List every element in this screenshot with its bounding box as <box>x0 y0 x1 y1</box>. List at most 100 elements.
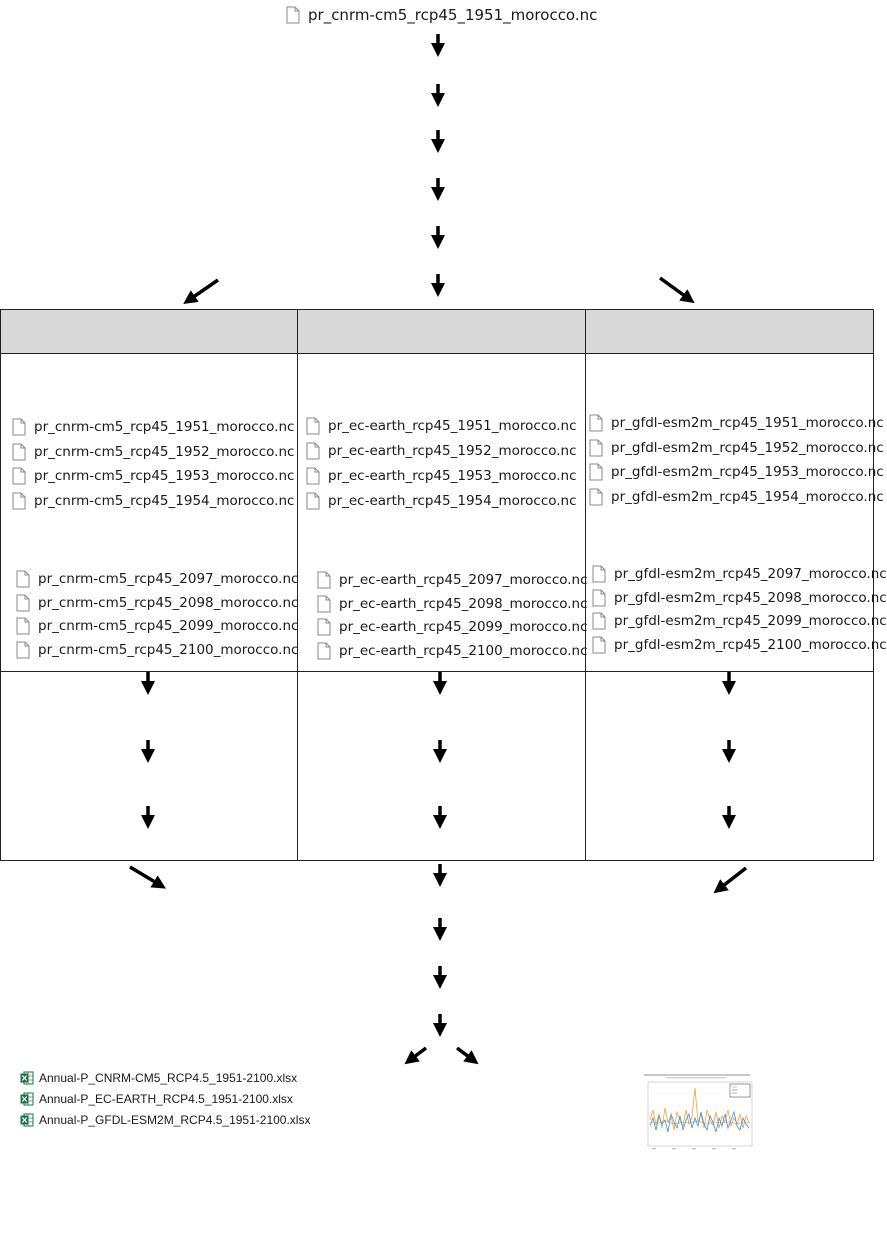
file-name: pr_ec-earth_rcp45_2099_morocco.nc <box>339 619 588 635</box>
thumb-subtitle <box>666 1077 726 1079</box>
file-item[interactable]: pr_cnrm-cm5_rcp45_2100_morocco.nc <box>16 641 298 659</box>
file-item[interactable]: pr_ec-earth_rcp45_2100_morocco.nc <box>317 642 588 660</box>
file-name: pr_ec-earth_rcp45_1951_morocco.nc <box>328 418 577 434</box>
file-icon <box>16 594 30 612</box>
table-divider <box>0 671 874 672</box>
file-icon <box>306 492 320 510</box>
file-icon <box>592 636 606 654</box>
file-icon <box>306 442 320 460</box>
column-header-1 <box>1 310 297 353</box>
file-icon <box>16 570 30 588</box>
file-name: pr_ec-earth_rcp45_1953_morocco.nc <box>328 468 577 484</box>
file-name: pr_cnrm-cm5_rcp45_2098_morocco.nc <box>38 595 299 611</box>
file-item[interactable]: pr_gfdl-esm2m_rcp45_2098_morocco.nc <box>592 589 887 607</box>
file-name: pr_ec-earth_rcp45_2098_morocco.nc <box>339 596 588 612</box>
file-name: pr_gfdl-esm2m_rcp45_2100_morocco.nc <box>614 637 887 653</box>
file-name: pr_gfdl-esm2m_rcp45_1954_morocco.nc <box>611 489 884 505</box>
file-icon <box>592 589 606 607</box>
excel-file-name: Annual-P_GFDL-ESM2M_RCP4.5_1951-2100.xls… <box>39 1113 311 1127</box>
file-item[interactable]: pr_gfdl-esm2m_rcp45_2099_morocco.nc <box>592 612 887 630</box>
file-item[interactable]: pr_gfdl-esm2m_rcp45_1954_morocco.nc <box>589 488 884 506</box>
file-name: pr_cnrm-cm5_rcp45_1951_morocco.nc <box>34 419 295 435</box>
file-icon <box>12 492 26 510</box>
file-icon <box>317 618 331 636</box>
file-icon <box>589 414 603 432</box>
file-name: pr_ec-earth_rcp45_2097_morocco.nc <box>339 572 588 588</box>
thumb-title <box>644 1074 750 1076</box>
diagonal-arrow-merge-left <box>129 865 167 889</box>
file-icon <box>589 488 603 506</box>
file-name: pr_ec-earth_rcp45_1952_morocco.nc <box>328 443 577 459</box>
file-item[interactable]: pr_gfdl-esm2m_rcp45_2097_morocco.nc <box>592 565 887 583</box>
excel-file-name: Annual-P_CNRM-CM5_RCP4.5_1951-2100.xlsx <box>39 1071 298 1085</box>
file-item[interactable]: pr_cnrm-cm5_rcp45_2099_morocco.nc <box>16 617 298 635</box>
file-icon <box>12 467 26 485</box>
diagonal-arrow-left <box>183 278 219 304</box>
file-name: pr_ec-earth_rcp45_1954_morocco.nc <box>328 493 577 509</box>
file-item[interactable]: pr_gfdl-esm2m_rcp45_2100_morocco.nc <box>592 636 887 654</box>
file-name: pr_gfdl-esm2m_rcp45_1951_morocco.nc <box>611 415 884 431</box>
file-item[interactable]: pr_cnrm-cm5_rcp45_1951_morocco.nc <box>12 418 294 436</box>
file-name: pr_gfdl-esm2m_rcp45_1953_morocco.nc <box>611 464 884 480</box>
file-name: pr_gfdl-esm2m_rcp45_2098_morocco.nc <box>614 590 887 606</box>
excel-file-item[interactable]: Annual-P_CNRM-CM5_RCP4.5_1951-2100.xlsx <box>20 1071 297 1085</box>
file-item[interactable]: pr_ec-earth_rcp45_2097_morocco.nc <box>317 571 588 589</box>
file-icon <box>592 612 606 630</box>
thumb-legend-keys <box>732 1086 737 1094</box>
file-item[interactable]: pr_cnrm-cm5_rcp45_1953_morocco.nc <box>12 467 294 485</box>
file-icon <box>592 565 606 583</box>
file-icon <box>16 641 30 659</box>
file-name: pr_ec-earth_rcp45_2100_morocco.nc <box>339 643 588 659</box>
source-file-name: pr_cnrm-cm5_rcp45_1951_morocco.nc <box>308 6 598 24</box>
chart-thumbnail[interactable] <box>638 1070 756 1154</box>
file-icon <box>317 595 331 613</box>
file-icon <box>589 463 603 481</box>
file-item[interactable]: pr_gfdl-esm2m_rcp45_1951_morocco.nc <box>589 414 884 432</box>
table-divider <box>0 353 874 354</box>
excel-icon <box>20 1092 34 1106</box>
file-name: pr_gfdl-esm2m_rcp45_1952_morocco.nc <box>611 440 884 456</box>
file-name: pr_cnrm-cm5_rcp45_2100_morocco.nc <box>38 642 299 658</box>
file-name: pr_cnrm-cm5_rcp45_2097_morocco.nc <box>38 571 299 587</box>
file-name: pr_cnrm-cm5_rcp45_1952_morocco.nc <box>34 444 295 460</box>
split-arrow-left <box>404 1046 428 1065</box>
file-item[interactable]: pr_cnrm-cm5_rcp45_1954_morocco.nc <box>12 492 294 510</box>
excel-icon <box>20 1113 34 1127</box>
file-name: pr_gfdl-esm2m_rcp45_2097_morocco.nc <box>614 566 887 582</box>
file-icon <box>306 417 320 435</box>
file-item[interactable]: pr_gfdl-esm2m_rcp45_1952_morocco.nc <box>589 439 884 457</box>
file-icon <box>16 617 30 635</box>
file-item[interactable]: pr_ec-earth_rcp45_2098_morocco.nc <box>317 595 588 613</box>
file-item[interactable]: pr_ec-earth_rcp45_1952_morocco.nc <box>306 442 577 460</box>
column-arrow-chains <box>141 672 736 829</box>
file-item[interactable]: pr_ec-earth_rcp45_1954_morocco.nc <box>306 492 577 510</box>
file-item[interactable]: pr_gfdl-esm2m_rcp45_1953_morocco.nc <box>589 463 884 481</box>
excel-file-item[interactable]: Annual-P_GFDL-ESM2M_RCP4.5_1951-2100.xls… <box>20 1113 310 1127</box>
file-icon <box>589 439 603 457</box>
file-item[interactable]: pr_ec-earth_rcp45_2099_morocco.nc <box>317 618 588 636</box>
excel-file-item[interactable]: Annual-P_EC-EARTH_RCP4.5_1951-2100.xlsx <box>20 1092 293 1106</box>
thumb-x-ticks <box>652 1148 736 1150</box>
table-divider <box>585 309 586 861</box>
file-name: pr_cnrm-cm5_rcp45_1954_morocco.nc <box>34 493 295 509</box>
file-item[interactable]: pr_cnrm-cm5_rcp45_1952_morocco.nc <box>12 443 294 461</box>
model-table <box>0 309 874 861</box>
thumb-series-3 <box>649 1120 751 1125</box>
file-item[interactable]: pr_ec-earth_rcp45_1953_morocco.nc <box>306 467 577 485</box>
diagonal-arrow-merge-right <box>713 866 748 894</box>
split-arrow-right <box>455 1046 479 1065</box>
file-name: pr_cnrm-cm5_rcp45_1953_morocco.nc <box>34 468 295 484</box>
file-icon <box>317 571 331 589</box>
source-file[interactable]: pr_cnrm-cm5_rcp45_1951_morocco.nc <box>286 6 597 24</box>
top-arrow-chain <box>183 34 695 304</box>
file-item[interactable]: pr_ec-earth_rcp45_1951_morocco.nc <box>306 417 577 435</box>
column-header-3 <box>586 310 873 353</box>
file-name: pr_gfdl-esm2m_rcp45_2099_morocco.nc <box>614 613 887 629</box>
file-item[interactable]: pr_cnrm-cm5_rcp45_2097_morocco.nc <box>16 570 298 588</box>
file-item[interactable]: pr_cnrm-cm5_rcp45_2098_morocco.nc <box>16 594 298 612</box>
thumb-legend <box>729 1083 751 1098</box>
excel-icon <box>20 1071 34 1085</box>
file-icon <box>12 443 26 461</box>
thumb-series-2 <box>649 1110 750 1133</box>
excel-file-name: Annual-P_EC-EARTH_RCP4.5_1951-2100.xlsx <box>39 1092 293 1106</box>
